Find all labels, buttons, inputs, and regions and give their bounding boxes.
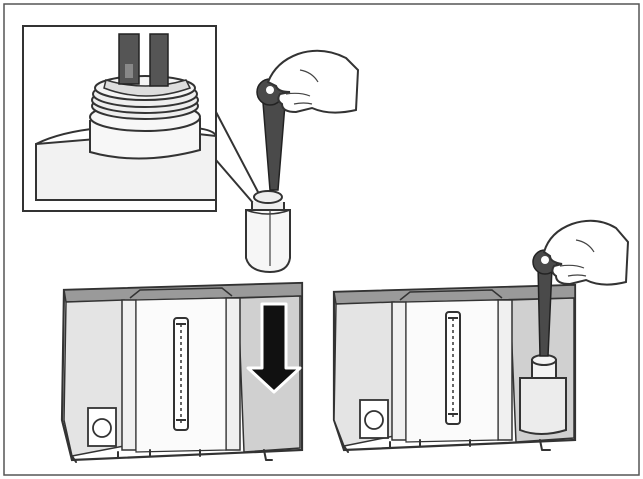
hand-icon: [542, 219, 630, 286]
filter-tool-icon: [537, 265, 553, 357]
hand-icon: [266, 49, 360, 114]
filter-with-tool-top: [245, 49, 360, 274]
callout-line-bottom: [215, 159, 255, 205]
water-filter-icon: [519, 377, 567, 435]
detail-inset: [22, 25, 259, 212]
callout-line-top: [215, 111, 259, 193]
down-arrow-icon: [246, 302, 302, 394]
water-filter-icon: [245, 209, 291, 274]
inset-tool-prong-left: [118, 33, 140, 85]
inset-tool-prong-right: [149, 33, 169, 87]
filter-tool-icon: [261, 89, 287, 191]
water-tank-right: [332, 219, 630, 453]
water-tank-left: [60, 281, 304, 463]
